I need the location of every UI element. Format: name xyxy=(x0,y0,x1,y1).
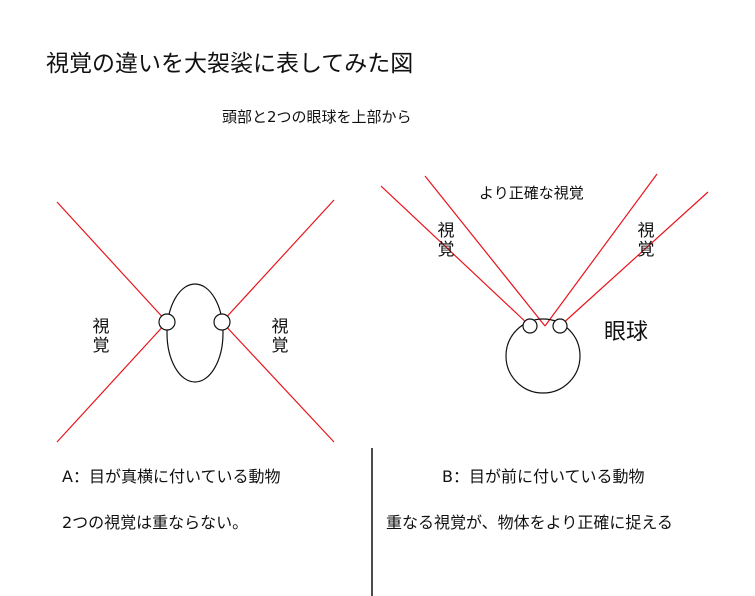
page-title: 視覚の違いを大袈裟に表してみた図 xyxy=(46,51,414,77)
panel-b-vision-line-1 xyxy=(380,185,531,327)
panel-a-head-outline xyxy=(166,283,224,383)
panel-b-left-eye xyxy=(522,318,538,334)
panel-a-description: 2つの視覚は重ならない。 xyxy=(62,513,249,532)
panel-a-right-vision-label: 視覚 xyxy=(271,317,289,356)
panel-a-caption: A：目が真横に付いている動物 xyxy=(62,467,281,486)
panel-b-description: 重なる視覚が、物体をより正確に捉える xyxy=(386,513,673,532)
panel-a-graphic xyxy=(56,199,335,443)
panel-b-vision-line-2 xyxy=(424,175,546,327)
panel-a-left-vision-label: 視覚 xyxy=(92,317,110,356)
panel-b-caption: B：目が前に付いている動物 xyxy=(442,467,645,486)
panel-a-vision-line-left-upper xyxy=(56,201,168,323)
panel-b-vision-line-4 xyxy=(559,191,709,327)
panel-a-vision-line-right-upper xyxy=(221,199,335,323)
panel-b-right-eye xyxy=(552,318,568,334)
panel-b-eyeball-label: 眼球 xyxy=(604,320,649,345)
panel-a-right-eye xyxy=(213,313,231,331)
panel-b-left-vision-label: 視覚 xyxy=(437,221,455,260)
panel-b-accurate-vision-label: より正確な視覚 xyxy=(479,184,584,202)
panel-b-right-vision-label: 視覚 xyxy=(637,221,655,260)
panel-a-vision-line-right-lower xyxy=(221,321,335,443)
panel-b-vision-line-3 xyxy=(544,173,658,327)
page-subtitle: 頭部と2つの眼球を上部から xyxy=(222,108,412,126)
panel-a-vision-line-left-lower xyxy=(56,321,168,443)
panel-b-graphic xyxy=(380,173,709,394)
panel-b-head-outline xyxy=(505,318,581,394)
panel-a-left-eye xyxy=(158,313,176,331)
